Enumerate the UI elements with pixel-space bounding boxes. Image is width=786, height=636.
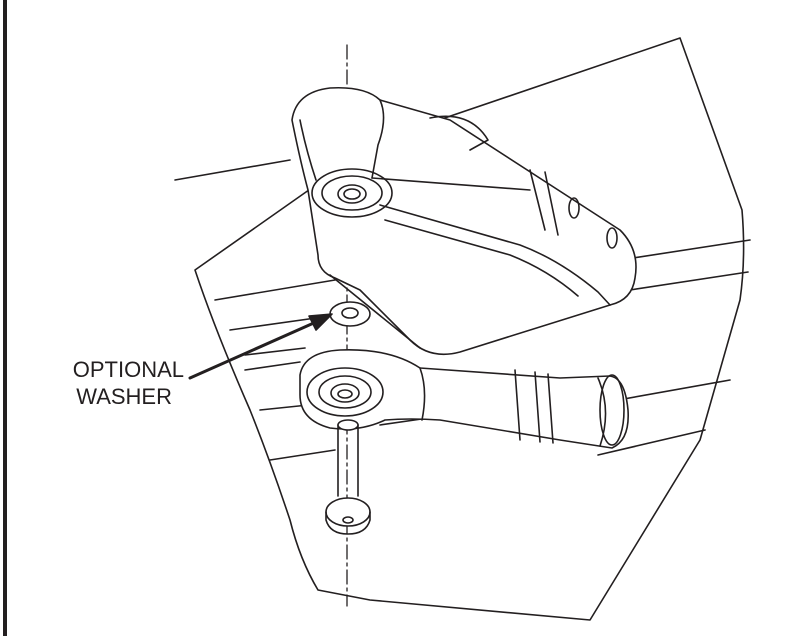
optional-washer-callout: OPTIONAL WASHER [52, 356, 252, 410]
washer [329, 301, 371, 327]
pivot-bracket [291, 86, 637, 356]
callout-line-1: OPTIONAL [72, 357, 184, 382]
page-border-rule [3, 0, 7, 636]
callout-line-2: WASHER [76, 384, 172, 409]
shoulder-bolt [325, 419, 371, 535]
callout-leader-arrow [188, 313, 333, 380]
rod-end-link [299, 349, 629, 449]
